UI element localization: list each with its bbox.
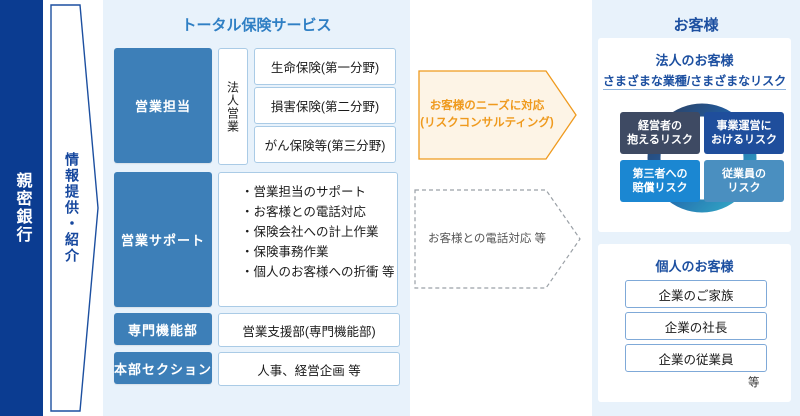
- list-item: ・営業担当のサポート: [241, 185, 367, 199]
- sales-support-task-list: ・営業担当のサポート ・お客様との電話対応 ・保険会社への計上作業 ・保険事務作…: [218, 172, 398, 307]
- referral-arrow-shape: [50, 4, 99, 412]
- service-panel-title: トータル保険サービス: [181, 17, 332, 34]
- headquarters-value: 人事、経営企画 等: [218, 352, 400, 386]
- risk-box-operations: 事業運営に おけるリスク: [704, 112, 784, 154]
- customer-panel: お客様 法人のお客様 さまざまな業種/さまざまなリスク: [592, 0, 800, 416]
- table-row: 本部セクション 人事、経営企画 等: [114, 352, 400, 386]
- service-panel: トータル保険サービス 営業担当 法人営業 生命保険(第一分野) 損害保険(第二分…: [103, 0, 410, 416]
- risk-wheel-ring-icon: [647, 103, 757, 213]
- list-item: ・保険会社への計上作業: [241, 225, 379, 239]
- row-category-headquarters: 本部セクション: [114, 352, 212, 384]
- row-category-sales-support: 営業サポート: [114, 172, 212, 307]
- insurance-item: 損害保険(第二分野): [254, 87, 396, 124]
- risk-employee-line1: 従業員の: [722, 168, 766, 180]
- insurance-item: 生命保険(第一分野): [254, 48, 396, 85]
- corporate-card-title: 法人のお客様: [655, 53, 734, 68]
- phone-arrow-shape: [414, 189, 581, 289]
- needs-arrow-text: お客様のニーズに対応 (リスクコンサルティング): [418, 70, 578, 160]
- vertical-label-corporate-sales: 法人営業: [218, 48, 248, 165]
- risk-owner-line1: 経営者の: [637, 120, 682, 132]
- referral-label: 情報提供・紹介: [64, 152, 80, 264]
- corporate-card-subtitle: さまざまな業種/さまざまなリスク: [602, 74, 787, 90]
- risk-box-owner: 経営者の 抱えるリスク: [620, 112, 700, 154]
- table-row: 営業サポート ・営業担当のサポート ・お客様との電話対応 ・保険会社への計上作業…: [114, 172, 398, 307]
- personal-item-employee: 企業の従業員: [625, 344, 767, 372]
- needs-arrow-shape: [418, 70, 577, 160]
- bank-bar: 親密銀行: [0, 0, 43, 416]
- risk-employee-line2: リスク: [727, 182, 761, 194]
- phone-arrow-text: お客様との電話対応 等: [414, 189, 582, 289]
- risk-wheel: 経営者の 抱えるリスク 事業運営に おけるリスク 第三者への 賠償リスク: [612, 100, 792, 216]
- personal-item-president: 企業の社長: [625, 312, 767, 340]
- risk-operations-line1: 事業運営に: [716, 120, 772, 132]
- corporate-customer-card: 法人のお客様 さまざまな業種/さまざまなリスク: [598, 38, 791, 232]
- personal-card-title: 個人のお客様: [655, 259, 734, 274]
- table-row: 専門機能部 営業支援部(専門機能部): [114, 313, 400, 347]
- list-item: ・お客様との電話対応: [241, 205, 366, 219]
- list-item: ・個人のお客様への折衝 等: [241, 265, 395, 279]
- bank-label: 親密銀行: [13, 172, 31, 244]
- personal-customer-card: 個人のお客様 企業のご家族 企業の社長 企業の従業員 等: [598, 244, 791, 402]
- phone-arrow-line1: お客様との電話対応 等: [427, 232, 547, 245]
- row-category-sales: 営業担当: [114, 48, 212, 163]
- insurance-item: がん保険等(第三分野): [254, 126, 396, 163]
- risk-third-party-line1: 第三者への: [632, 168, 688, 180]
- risk-owner-line2: 抱えるリスク: [627, 134, 693, 146]
- needs-arrow-line1: お客様のニーズに対応: [429, 100, 545, 112]
- risk-box-employee: 従業員の リスク: [704, 160, 784, 202]
- risk-box-third-party: 第三者への 賠償リスク: [620, 160, 700, 202]
- personal-suffix: 等: [748, 377, 760, 389]
- personal-item-family: 企業のご家族: [625, 280, 767, 308]
- customer-panel-title: お客様: [673, 17, 719, 34]
- specialist-value: 営業支援部(専門機能部): [218, 313, 400, 347]
- needs-arrow-line2: (リスクコンサルティング): [420, 117, 554, 129]
- risk-operations-line2: おけるリスク: [711, 134, 777, 146]
- risk-third-party-line2: 賠償リスク: [632, 182, 688, 194]
- row-category-specialist: 専門機能部: [114, 313, 212, 345]
- referral-arrow: 情報提供・紹介: [50, 4, 100, 412]
- list-item: ・保険事務作業: [241, 245, 329, 259]
- table-row: 営業担当 法人営業 生命保険(第一分野) 損害保険(第二分野) がん保険等(第三…: [114, 48, 396, 165]
- needs-arrow: お客様のニーズに対応 (リスクコンサルティング): [418, 70, 578, 160]
- phone-arrow: お客様との電話対応 等: [414, 189, 582, 289]
